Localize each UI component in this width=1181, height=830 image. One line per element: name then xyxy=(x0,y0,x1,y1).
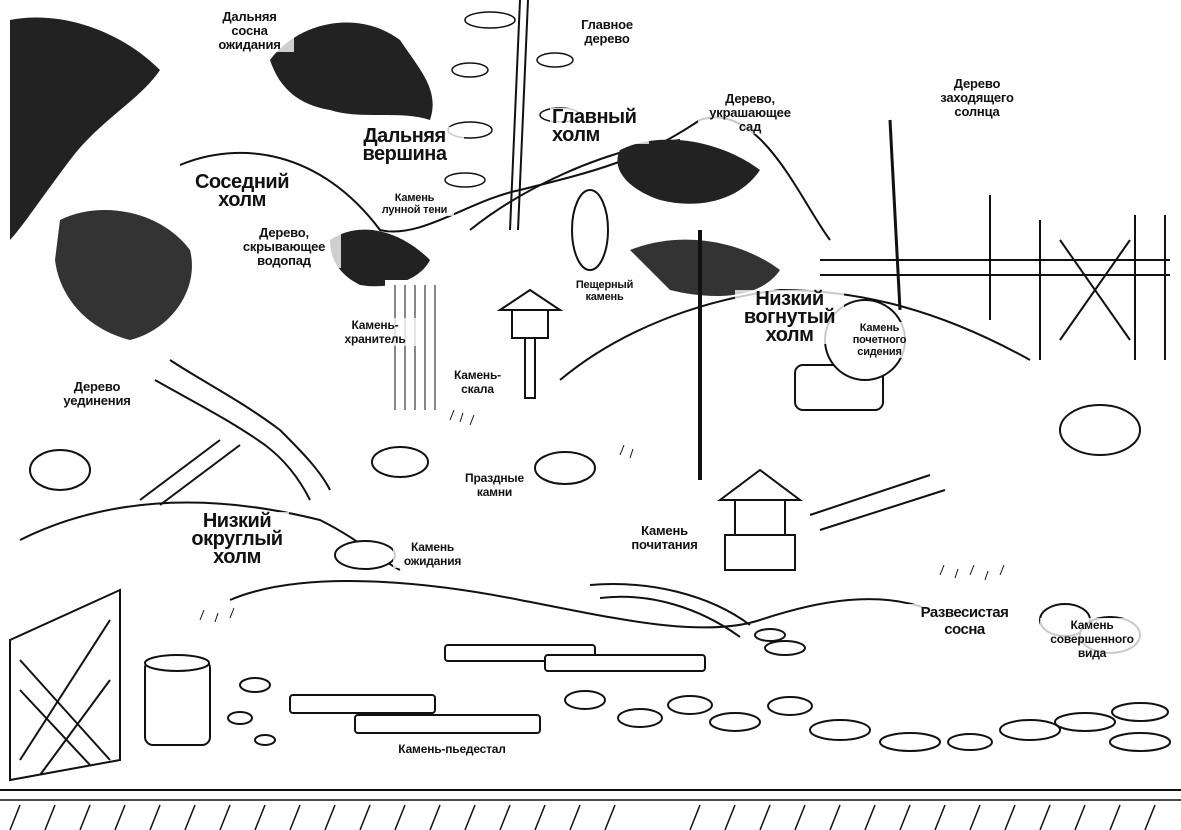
lower-bridge xyxy=(589,583,751,638)
label-guardian-stone: Камень- хранитель xyxy=(333,318,417,346)
label-garden-adorning-tree: Дерево, украшающее сад xyxy=(698,92,802,134)
label-moon-shadow-stone: Камень лунной тени xyxy=(375,192,454,216)
lattice-fence xyxy=(9,588,121,782)
middle-bridge xyxy=(809,474,946,531)
label-honor-seat-stone: Камень почетного сидения xyxy=(840,322,919,358)
concave-hill-pine xyxy=(617,139,760,204)
label-low-round-hill: Низкий округлый холм xyxy=(185,511,289,567)
water-basin xyxy=(144,659,211,746)
label-cave-stone: Пещерный камень xyxy=(565,279,644,303)
upper-lantern xyxy=(496,288,564,311)
label-setting-sun-tree: Дерево заходящего солнца xyxy=(925,77,1029,119)
lower-lantern xyxy=(717,468,803,501)
label-waiting-stone: Камень ожидания xyxy=(393,540,472,568)
label-low-concave-hill: Низкий вогнутый холм xyxy=(735,289,844,345)
label-main-tree: Главное дерево xyxy=(570,18,644,46)
main-tree-trunk xyxy=(509,0,521,231)
far-pine-foliage xyxy=(270,22,433,120)
label-perfect-view-stone: Камень совершенного вида xyxy=(1040,618,1144,660)
label-spreading-pine: Развесистая сосна xyxy=(905,604,1024,638)
label-pedestal-stone: Камень-пьедестал xyxy=(375,742,529,756)
label-neighbor-hill: Соседний холм xyxy=(185,172,299,210)
label-idle-stones: Праздные камни xyxy=(455,471,534,499)
upper-bridge xyxy=(139,439,241,506)
left-tree-foliage xyxy=(10,17,160,240)
label-far-peak: Дальняя вершина xyxy=(345,126,464,164)
bamboo-fence xyxy=(820,259,1170,276)
label-main-hill: Главный холм xyxy=(550,107,649,145)
stream-outline xyxy=(169,359,331,491)
label-waterfall-hiding-tree: Дерево, скрывающее водопад xyxy=(227,226,341,268)
label-solitude-tree: Дерево уединения xyxy=(50,380,144,408)
label-worship-stone: Камень почитания xyxy=(625,524,704,552)
pond-outline xyxy=(229,580,931,629)
label-cliff-stone: Камень- скала xyxy=(443,368,512,396)
label-far-waiting-pine: Дальняя сосна ожидания xyxy=(205,10,294,52)
